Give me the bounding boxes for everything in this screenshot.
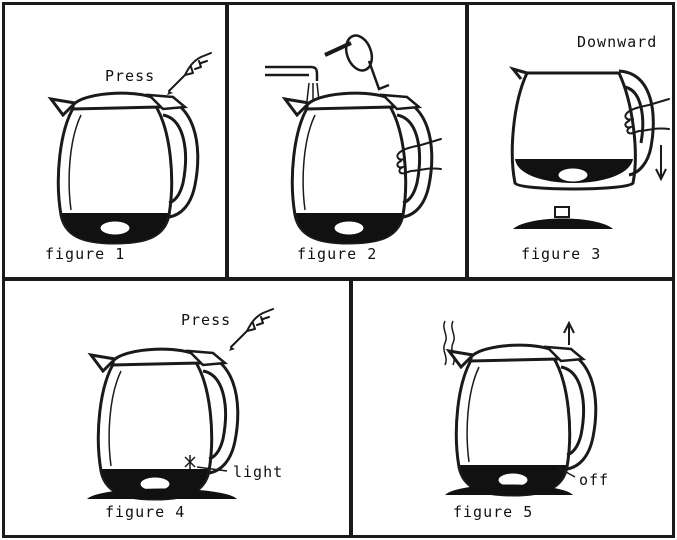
up-arrow-icon [564, 323, 574, 345]
press-label: Press [105, 67, 155, 85]
downward-label: Downward [577, 33, 657, 51]
figure-3-caption: figure 3 [521, 245, 601, 263]
figure-5-caption: figure 5 [453, 503, 533, 521]
press-label: Press [181, 311, 231, 329]
kettle-icon [5, 281, 352, 538]
down-arrow-icon [656, 145, 666, 179]
figure-2-caption: figure 2 [297, 245, 377, 263]
kettle-icon [5, 5, 228, 280]
kettle-icon [353, 281, 675, 538]
figure-5-panel: off figure 5 [350, 278, 675, 538]
faucet-icon [265, 67, 319, 103]
off-label: off [579, 471, 609, 489]
figure-4-caption: figure 4 [105, 503, 185, 521]
figure-3-panel: Downward figure 3 [466, 2, 675, 280]
figure-2-panel: figure 2 [226, 2, 468, 280]
kettle-icon [229, 5, 468, 280]
lid-icon [513, 207, 613, 229]
water-jug-icon [325, 32, 389, 89]
figure-1-caption: figure 1 [45, 245, 125, 263]
steam-icon [444, 321, 454, 365]
light-label: light [233, 463, 283, 481]
figure-4-panel: Press light figure 4 [2, 278, 352, 538]
base-plate-icon [87, 489, 237, 500]
figure-1-panel: Press figure 1 [2, 2, 228, 280]
